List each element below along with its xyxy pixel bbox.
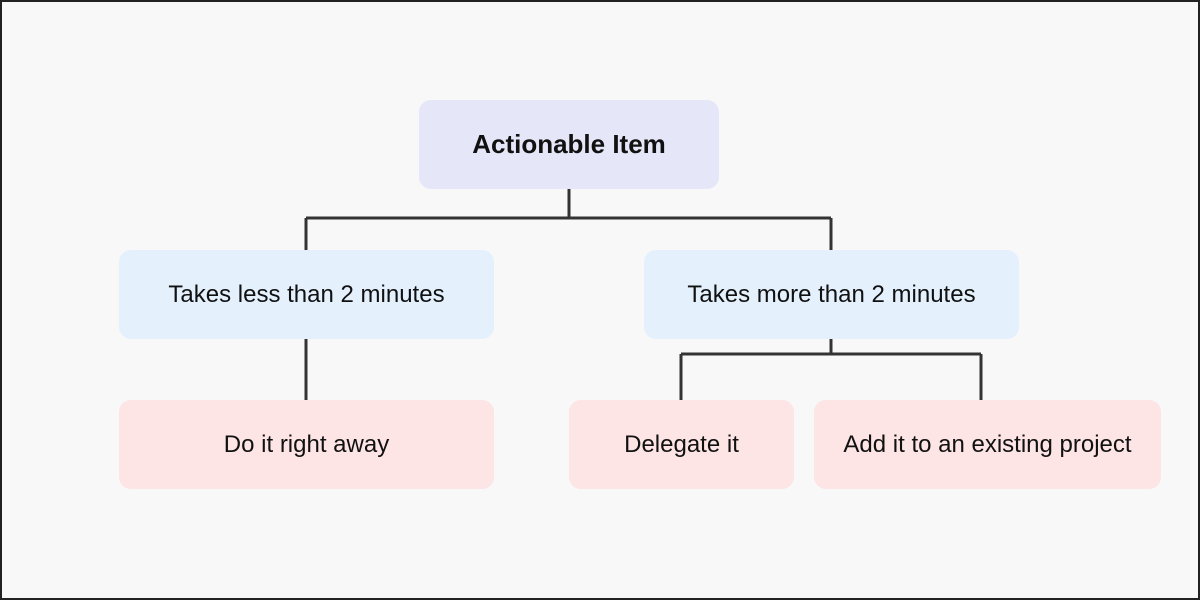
leaf-node-label: Add it to an existing project	[843, 430, 1132, 458]
leaf-node-add-to-existing-project: Add it to an existing project	[814, 400, 1161, 489]
branch-node-label: Takes more than 2 minutes	[687, 280, 976, 308]
branch-node-label: Takes less than 2 minutes	[168, 280, 445, 308]
connector-more-to-children	[679, 339, 983, 400]
leaf-node-label: Do it right away	[223, 430, 390, 458]
leaf-node-delegate-it: Delegate it	[569, 400, 794, 489]
root-node-label: Actionable Item	[472, 129, 666, 159]
leaf-node-do-it-right-away: Do it right away	[119, 400, 494, 489]
root-node-actionable-item: Actionable Item	[419, 100, 719, 189]
connector-root-to-branches	[304, 189, 833, 250]
branch-node-more-than-2-minutes: Takes more than 2 minutes	[644, 250, 1019, 339]
branch-node-less-than-2-minutes: Takes less than 2 minutes	[119, 250, 494, 339]
leaf-node-label: Delegate it	[624, 430, 739, 458]
